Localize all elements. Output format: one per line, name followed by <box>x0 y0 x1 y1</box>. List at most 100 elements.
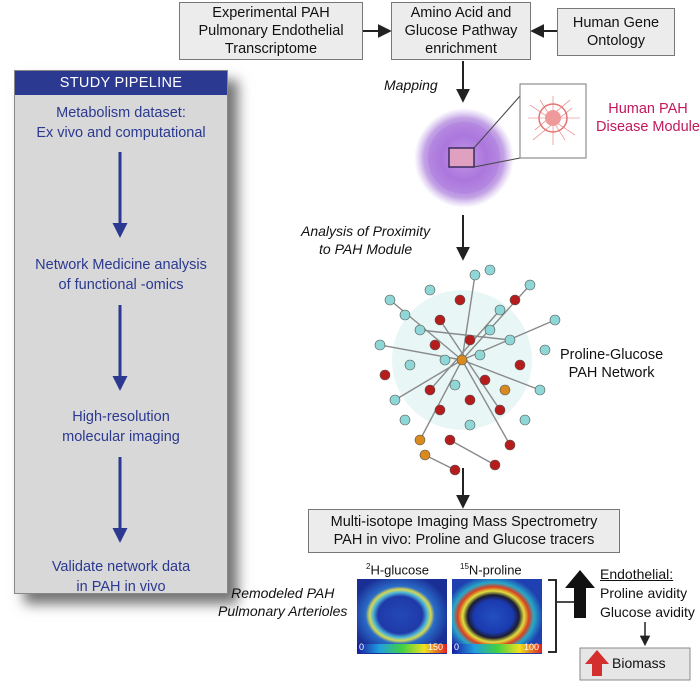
pipeline-step-3-line-1: High-resolution <box>72 409 170 425</box>
outcome-title: Endothelial: <box>600 566 674 582</box>
mims-box: Multi-isotope Imaging Mass Spectrometry … <box>308 509 620 553</box>
biomass-up-arrow-icon <box>585 650 609 676</box>
network-node <box>499 384 511 396</box>
glucose-scale-max: 150 <box>428 642 444 652</box>
ontology-box: Human Gene Ontology <box>557 8 675 56</box>
transcriptome-line-3: Transcriptome <box>224 41 318 57</box>
network-node <box>384 294 396 306</box>
network-node <box>434 404 446 416</box>
outcome-line-2: Glucose avidity <box>600 604 695 620</box>
network-node <box>509 294 521 306</box>
network-node <box>449 464 461 476</box>
enrichment-line-2: Glucose Pathway <box>404 23 518 39</box>
ontology-line-2: Ontology <box>586 33 646 49</box>
network-node <box>474 349 486 361</box>
network-node <box>494 404 506 416</box>
network-node <box>414 324 426 336</box>
network-node <box>469 269 481 281</box>
network-node <box>494 304 506 316</box>
ontology-line-1: Human Gene <box>572 15 660 31</box>
network-node <box>549 314 561 326</box>
outcome-line-1: Proline avidity <box>600 585 688 601</box>
network-node <box>374 339 386 351</box>
increase-arrow-icon <box>565 570 595 618</box>
enrichment-line-1: Amino Acid and <box>410 5 512 21</box>
disease-module-label: Human PAH Disease Module <box>596 100 700 136</box>
glucose-isotope: 2 <box>366 562 371 571</box>
network-node <box>439 354 451 366</box>
network-node <box>484 324 496 336</box>
zoom-line-bottom <box>473 157 521 168</box>
network-node <box>504 334 516 346</box>
transcriptome-line-2: Pulmonary Endothelial <box>198 23 344 39</box>
network-node <box>534 384 546 396</box>
pipeline-step-4-line-1: Validate network data <box>51 559 191 575</box>
mims-glucose-image <box>357 579 447 654</box>
network-node <box>456 354 468 366</box>
proline-isotope: 15 <box>460 562 469 571</box>
mapping-label: Mapping <box>384 77 438 93</box>
disease-module-line-1: Human PAH <box>608 101 688 117</box>
pipeline-step-1-line-1: Metabolism dataset: <box>56 105 186 121</box>
pipeline-step-3: High-resolution molecular imaging <box>15 407 227 447</box>
biomass-label: Biomass <box>612 655 666 671</box>
glucose-image-label: 2H-glucose <box>366 562 429 577</box>
mims-line-2: PAH in vivo: Proline and Glucose tracers <box>333 532 595 548</box>
network-node <box>429 339 441 351</box>
network-node <box>489 459 501 471</box>
proline-scale-max: 100 <box>524 642 540 652</box>
remodeled-line-2: Pulmonary Arterioles <box>218 603 348 619</box>
network-node <box>414 434 426 446</box>
disease-module-inset <box>519 83 587 159</box>
pipeline-step-2-line-2: of functional -omics <box>58 277 184 293</box>
pipeline-step-1: Metabolism dataset: Ex vivo and computat… <box>15 103 227 143</box>
glucose-scale-min: 0 <box>359 642 365 652</box>
network-node <box>504 439 516 451</box>
network-node <box>389 394 401 406</box>
enrichment-line-3: enrichment <box>425 41 497 57</box>
network-node <box>464 334 476 346</box>
proline-scale-min: 0 <box>454 642 460 652</box>
network-node <box>424 384 436 396</box>
network-node <box>424 284 436 296</box>
interactome-hairball <box>414 108 514 208</box>
network-node <box>464 394 476 406</box>
proline-name: N-proline <box>468 562 522 578</box>
network-node <box>484 264 496 276</box>
proline-image-label: 15N-proline <box>460 562 522 577</box>
network-node <box>419 449 431 461</box>
images-bracket <box>548 579 557 653</box>
disease-module-line-2: Disease Module <box>596 119 700 135</box>
pipeline-step-1-line-2: Ex vivo and computational <box>36 125 206 141</box>
network-node <box>464 419 476 431</box>
network-node <box>524 279 536 291</box>
network-line-2: PAH Network <box>568 365 655 381</box>
network-node <box>379 369 391 381</box>
mims-proline-image <box>452 579 542 654</box>
network-node <box>539 344 551 356</box>
network-node <box>479 374 491 386</box>
network-node <box>444 434 456 446</box>
pipeline-header: STUDY PIPELINE <box>15 71 227 95</box>
pipeline-step-4: Validate network data in PAH in vivo <box>15 557 227 597</box>
network-line-1: Proline-Glucose <box>560 347 664 363</box>
proximity-line-1: Analysis of Proximity <box>301 223 431 239</box>
pipeline-step-2: Network Medicine analysis of functional … <box>15 255 227 295</box>
proximity-label: Analysis of Proximity to PAH Module <box>301 222 430 258</box>
transcriptome-line-1: Experimental PAH <box>212 5 330 21</box>
transcriptome-box: Experimental PAH Pulmonary Endothelial T… <box>179 2 363 60</box>
proximity-line-2: to PAH Module <box>319 241 413 257</box>
network-node <box>514 359 526 371</box>
pipeline-step-2-line-1: Network Medicine analysis <box>35 257 207 273</box>
pipeline-step-4-line-2: in PAH in vivo <box>76 579 166 595</box>
network-node <box>399 414 411 426</box>
remodeled-label: Remodeled PAH Pulmonary Arterioles <box>218 584 347 620</box>
pipeline-step-3-line-2: molecular imaging <box>62 429 180 445</box>
remodeled-line-1: Remodeled PAH <box>231 585 335 601</box>
glucose-name: H-glucose <box>370 562 429 578</box>
network-node <box>449 379 461 391</box>
network-node <box>434 314 446 326</box>
network-node <box>399 309 411 321</box>
network-node <box>454 294 466 306</box>
